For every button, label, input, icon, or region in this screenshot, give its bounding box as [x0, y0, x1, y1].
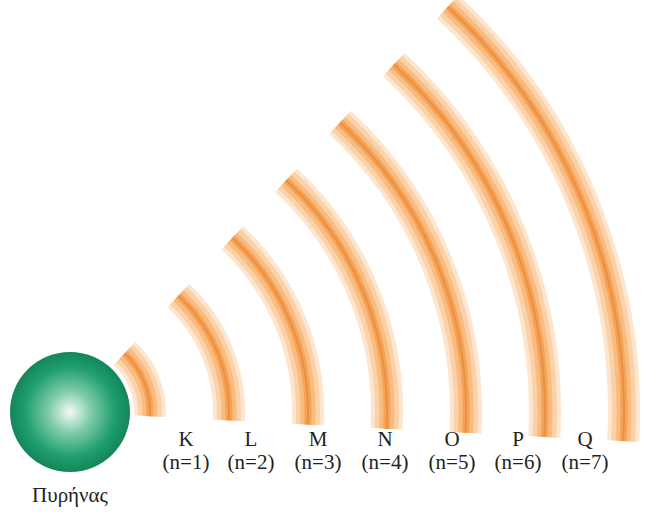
shell-label: K (n=1)	[157, 428, 215, 474]
shell-label: M (n=3)	[289, 428, 347, 474]
shell-label: O (n=5)	[423, 428, 481, 474]
shell-band	[448, 7, 624, 441]
shell-band	[448, 7, 624, 441]
shell-band	[394, 65, 545, 437]
shell-label: L (n=2)	[222, 428, 280, 474]
shell-band	[286, 180, 387, 428]
shell-label: P (n=6)	[489, 428, 547, 474]
shell-label: Q (n=7)	[556, 428, 614, 474]
shell-band	[286, 180, 387, 428]
shell-band	[232, 238, 308, 425]
shell-band	[340, 122, 466, 432]
shell-band	[232, 238, 308, 425]
shell-band	[394, 65, 545, 437]
nucleus-circle	[10, 352, 130, 472]
shell-band	[286, 180, 387, 428]
shell-band	[232, 238, 308, 425]
shell-label: N (n=4)	[356, 428, 414, 474]
shell-band	[232, 238, 308, 425]
shell-band	[448, 7, 624, 441]
shell-band	[286, 180, 387, 428]
shell-band	[394, 65, 545, 437]
shell-band	[340, 122, 466, 432]
shell-band	[448, 7, 624, 441]
shell-band	[340, 122, 466, 432]
shell-band	[178, 296, 229, 421]
shell-bands	[125, 7, 624, 441]
shell-band	[178, 296, 229, 421]
shell-band	[394, 65, 545, 437]
shell-band	[232, 238, 308, 425]
shell-band	[178, 296, 229, 421]
shell-band	[340, 122, 466, 432]
shell-band	[340, 122, 466, 432]
shell-band	[394, 65, 545, 437]
shell-band	[178, 296, 229, 421]
nucleus-label: Πυρήνας	[10, 484, 130, 507]
shell-band	[178, 296, 229, 421]
shell-band	[448, 7, 624, 441]
shell-band	[286, 180, 387, 428]
